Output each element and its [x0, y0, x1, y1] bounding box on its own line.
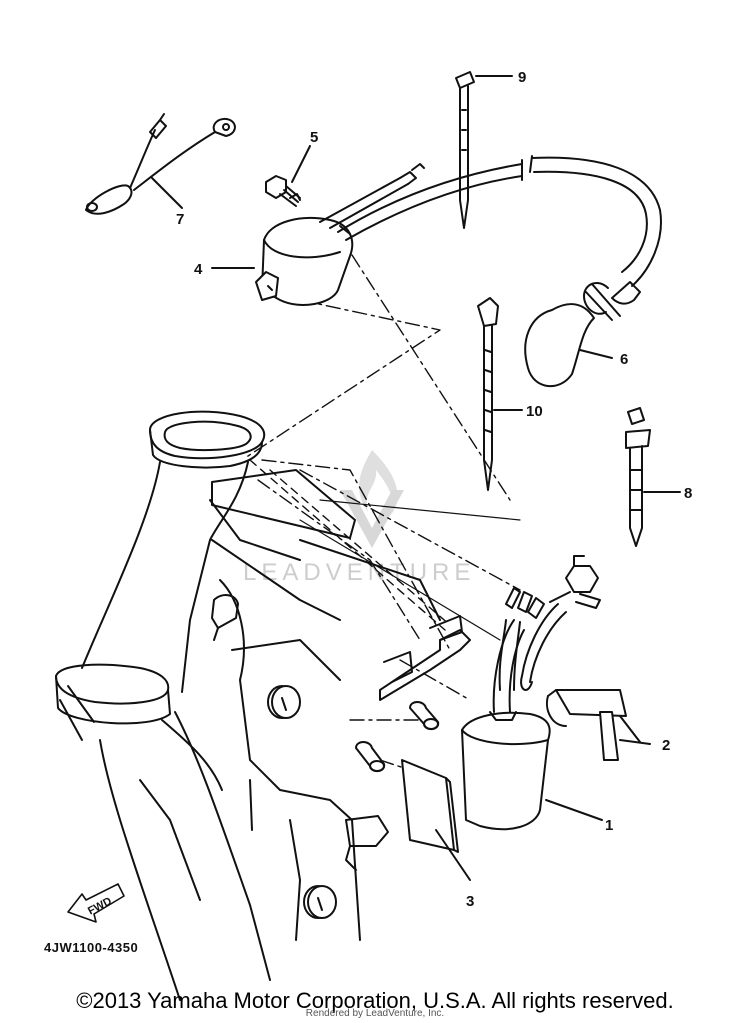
fwd-arrow-icon — [67, 883, 125, 923]
part-9-cable-tie — [455, 71, 513, 229]
copyright-notice: ©2013 Yamaha Motor Corporation, U.S.A. A… — [76, 988, 674, 1013]
part-8-cable-tie — [625, 407, 681, 547]
callout-4: 4 — [194, 261, 203, 278]
callout-6: 6 — [620, 351, 628, 368]
watermark: LEADVENTURE — [243, 450, 475, 586]
callout-7: 7 — [176, 211, 184, 228]
part-10-cable-tie — [477, 297, 523, 491]
head-tube-top — [149, 410, 266, 460]
callouts: 1 2 3 4 5 6 7 8 9 10 — [176, 69, 692, 910]
watermark-flame-icon — [359, 450, 398, 520]
part-3-pad — [401, 759, 471, 881]
callout-9: 9 — [518, 69, 526, 86]
callout-2: 2 — [662, 737, 670, 754]
frame — [55, 410, 471, 1001]
part-1-cdi-unit — [461, 555, 603, 831]
head-tube-inner — [163, 420, 252, 452]
callout-10: 10 — [526, 403, 543, 420]
part-4-ignition-coil — [211, 159, 523, 306]
part-6-plug-cap — [524, 155, 662, 388]
part-code: 4JW1100-4350 — [44, 940, 138, 955]
part-2-bracket — [546, 689, 651, 761]
part-5-bolt — [265, 145, 311, 207]
watermark-text: LEADVENTURE — [243, 559, 475, 586]
callout-5: 5 — [310, 129, 318, 146]
part-7-wire-lead — [85, 113, 236, 215]
callout-8: 8 — [684, 485, 692, 502]
rendered-by-notice: Rendered by LeadVenture, Inc. — [305, 1008, 445, 1019]
callout-3: 3 — [466, 893, 474, 910]
callout-1: 1 — [605, 817, 613, 834]
watermark-v-icon — [340, 490, 404, 548]
collars — [355, 701, 440, 772]
